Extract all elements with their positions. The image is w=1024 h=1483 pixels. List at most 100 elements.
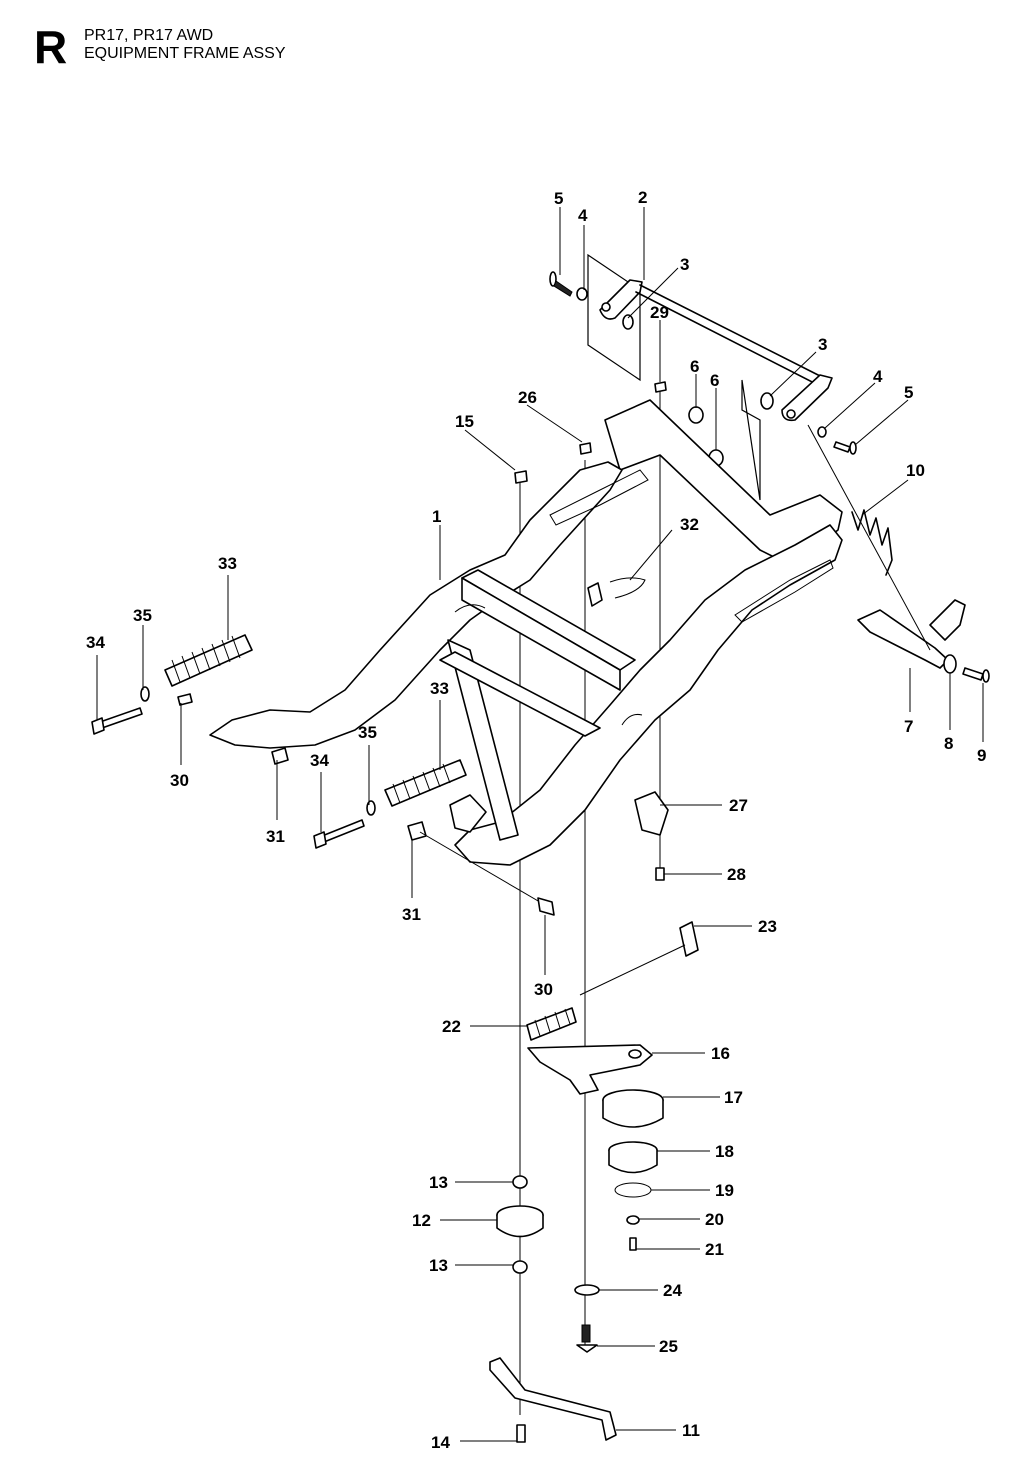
bolt-34-upper-head bbox=[91, 717, 105, 735]
leader-3b bbox=[769, 351, 817, 397]
bolt-9 bbox=[962, 667, 984, 681]
washer-4-right bbox=[817, 426, 827, 438]
callout-5a: 5 bbox=[554, 189, 563, 208]
washer-4-left bbox=[576, 287, 588, 301]
callout-26: 26 bbox=[518, 388, 537, 407]
hitch-pin-32 bbox=[587, 577, 646, 607]
callout-21: 21 bbox=[705, 1240, 724, 1259]
callout-numbers: 1 2 3 3 4 4 5 5 6 6 7 8 9 10 11 12 13 13… bbox=[86, 188, 986, 1452]
frame-slot-left bbox=[454, 604, 486, 613]
callout-31b: 31 bbox=[402, 905, 421, 924]
callout-30b: 30 bbox=[534, 980, 553, 999]
callout-27: 27 bbox=[729, 796, 748, 815]
callout-6a: 6 bbox=[690, 357, 699, 376]
nut-26 bbox=[579, 442, 592, 455]
spring-10 bbox=[807, 424, 931, 651]
bolt-34-lower-head bbox=[313, 831, 327, 849]
callout-17: 17 bbox=[724, 1088, 743, 1107]
callout-20: 20 bbox=[705, 1210, 724, 1229]
callout-25: 25 bbox=[659, 1337, 678, 1356]
pin-32-clip bbox=[609, 577, 646, 599]
nut-29 bbox=[654, 381, 667, 393]
callout-29: 29 bbox=[650, 303, 669, 322]
callout-7: 7 bbox=[904, 717, 913, 736]
lift-shaft bbox=[639, 284, 829, 381]
spring-33-upper-coils bbox=[171, 635, 241, 683]
frame-front-crossbar-face bbox=[461, 577, 621, 691]
callout-30a: 30 bbox=[170, 771, 189, 790]
title-block: PR17, PR17 AWD EQUIPMENT FRAME ASSY bbox=[84, 27, 286, 63]
bolt-25-head bbox=[576, 1344, 598, 1353]
lever-7-tip bbox=[929, 599, 966, 641]
lift-shaft-lower-edge bbox=[635, 291, 823, 388]
callout-10: 10 bbox=[906, 461, 925, 480]
callout-35a: 35 bbox=[133, 606, 152, 625]
frame-front-crossbar bbox=[461, 569, 636, 671]
frame-slot-right bbox=[734, 559, 834, 623]
callout-2: 2 bbox=[638, 188, 647, 207]
frame-slot-mid bbox=[621, 714, 643, 726]
bearing-18-body bbox=[608, 1149, 658, 1174]
callout-13b: 13 bbox=[429, 1256, 448, 1275]
callout-23: 23 bbox=[758, 917, 777, 936]
pin-32-body bbox=[587, 582, 603, 607]
callout-28: 28 bbox=[727, 865, 746, 884]
callout-22: 22 bbox=[442, 1017, 461, 1036]
leader-4b bbox=[824, 382, 876, 429]
leader-3a bbox=[627, 267, 679, 319]
callout-11: 11 bbox=[682, 1421, 700, 1440]
bolt-14 bbox=[516, 1424, 526, 1443]
arm-16-hole bbox=[628, 1049, 642, 1059]
frame-strut bbox=[447, 639, 519, 841]
spring-assembly-lower bbox=[313, 759, 555, 916]
cable-23 bbox=[579, 944, 686, 996]
spring-assembly-upper bbox=[91, 634, 289, 765]
leader-5b bbox=[854, 399, 909, 446]
bolt-head-5-left bbox=[549, 271, 557, 287]
bracket-11 bbox=[489, 1357, 617, 1441]
callout-15: 15 bbox=[455, 412, 474, 431]
pulley-17-body bbox=[602, 1099, 664, 1128]
spring-10-rod bbox=[807, 424, 931, 651]
lift-arm-right bbox=[781, 374, 833, 422]
callout-6b: 6 bbox=[710, 371, 719, 390]
spacer-13-upper bbox=[512, 1175, 528, 1189]
callout-13a: 13 bbox=[429, 1173, 448, 1192]
tensioner-arm-16 bbox=[527, 1044, 653, 1095]
lift-shaft-assembly bbox=[599, 279, 833, 422]
spring-33-upper bbox=[164, 634, 253, 687]
frame-lower-crossbar bbox=[439, 651, 601, 737]
frame-slot-upper bbox=[549, 469, 649, 526]
bolt-axis-30-lower bbox=[419, 831, 546, 906]
bolt-30-lower bbox=[537, 897, 555, 916]
bushing-31-lower bbox=[407, 821, 427, 841]
spacer-13-lower bbox=[512, 1260, 528, 1274]
callout-34b: 34 bbox=[310, 751, 329, 770]
washer-20 bbox=[626, 1215, 640, 1225]
ring-19 bbox=[614, 1182, 652, 1198]
bolt-thread-5-right bbox=[833, 441, 851, 453]
callout-14: 14 bbox=[431, 1433, 450, 1452]
pulley-stack-left bbox=[496, 1175, 544, 1274]
bolt-25-thread bbox=[581, 1324, 591, 1343]
washer-35-upper bbox=[140, 686, 150, 702]
pulley-12-body bbox=[496, 1214, 544, 1238]
leader-lines bbox=[96, 207, 984, 1442]
callout-33b: 33 bbox=[430, 679, 449, 698]
bushing-31-upper bbox=[271, 747, 289, 765]
nut-15 bbox=[514, 470, 528, 484]
callout-3b: 3 bbox=[818, 335, 827, 354]
callout-19: 19 bbox=[715, 1181, 734, 1200]
washer-24 bbox=[574, 1284, 600, 1296]
bushing-6-a bbox=[688, 406, 704, 424]
bolt-thread-5-left bbox=[553, 280, 573, 297]
callout-4b: 4 bbox=[873, 367, 883, 386]
bushing-3-left bbox=[622, 314, 634, 330]
handle-23 bbox=[679, 921, 699, 957]
callout-12: 12 bbox=[412, 1211, 431, 1230]
spring-22 bbox=[526, 1007, 577, 1041]
leader-26 bbox=[526, 404, 583, 443]
callout-5b: 5 bbox=[904, 383, 913, 402]
equipment-frame bbox=[209, 399, 966, 866]
